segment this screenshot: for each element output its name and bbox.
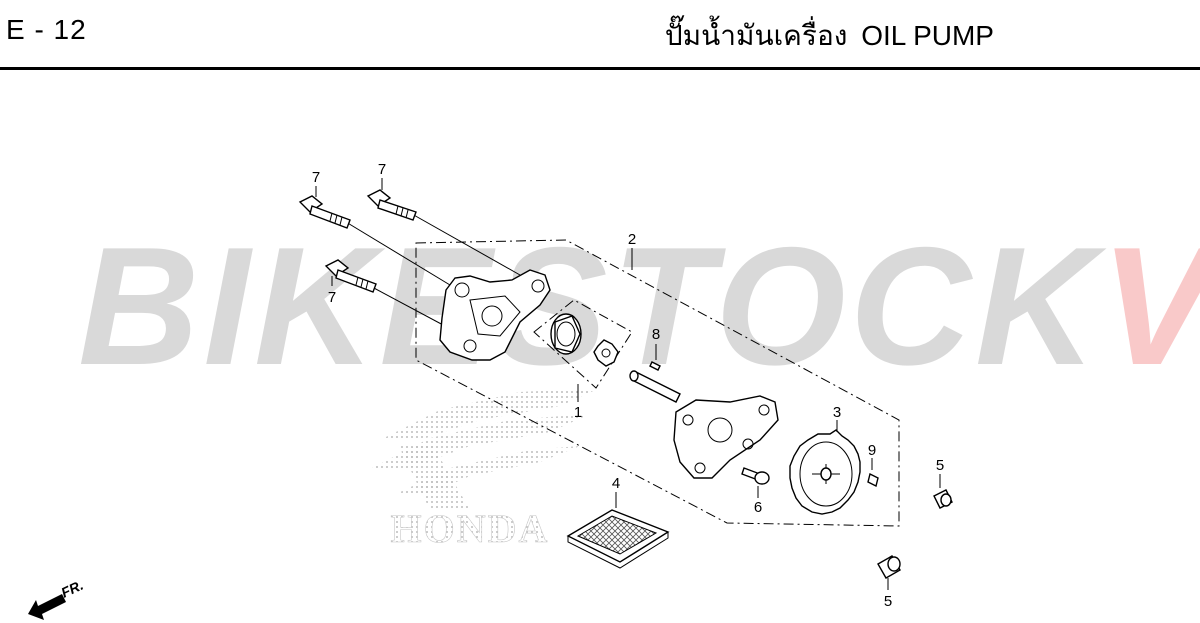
bolt-line-1 — [345, 221, 451, 286]
flange-bolt-top-left[interactable] — [298, 195, 351, 229]
callout-8: 8 — [652, 326, 660, 343]
oil-pump-body[interactable] — [439, 269, 551, 361]
flange-bolt-lower[interactable] — [324, 259, 377, 293]
watermark: BIKESTOCKVN — [78, 222, 1200, 390]
callout-5-upper: 5 — [936, 457, 944, 474]
callout-2: 2 — [628, 231, 636, 248]
title-english: OIL PUMP — [861, 20, 994, 51]
flange-bolt-top-right[interactable] — [366, 189, 417, 221]
driven-gear[interactable] — [789, 429, 861, 515]
page-title: ปั๊มน้ำมันเครื่อง OIL PUMP — [659, 14, 994, 58]
bolt-line-2 — [411, 213, 521, 276]
callout-9: 9 — [868, 442, 876, 459]
rotor-set[interactable] — [550, 313, 619, 367]
pin-lower[interactable] — [867, 472, 879, 488]
front-label: FR. — [59, 577, 86, 601]
callout-3: 3 — [833, 404, 841, 421]
assembly-outline — [415, 239, 900, 527]
bolt-line-3 — [371, 286, 446, 327]
callout-6: 6 — [754, 499, 762, 516]
watermark-part2: VN — [1100, 212, 1200, 400]
callout-7-top-right: 7 — [378, 161, 386, 178]
front-arrow-icon — [28, 594, 66, 620]
callout-7-lower: 7 — [328, 289, 336, 306]
page-code: E - 12 — [6, 14, 87, 45]
callout-1: 1 — [574, 404, 582, 421]
small-bolt[interactable] — [741, 467, 770, 485]
callout-5-lower: 5 — [884, 593, 892, 610]
watermark-part1: BIKESTOCK — [78, 212, 1101, 400]
title-thai: ปั๊มน้ำมันเครื่อง — [664, 20, 848, 51]
honda-logo-text: HONDA — [391, 506, 550, 551]
dowel-pin-lower[interactable] — [877, 555, 901, 579]
oil-strainer[interactable] — [566, 509, 670, 569]
pump-cover-plate[interactable] — [673, 395, 779, 479]
pin-upper[interactable] — [649, 361, 661, 371]
pump-shaft[interactable] — [629, 370, 681, 403]
callout-7-top-left: 7 — [312, 169, 320, 186]
dowel-pin-upper[interactable] — [933, 489, 953, 509]
front-direction-marker: FR. — [28, 577, 86, 620]
header-divider — [0, 67, 1200, 70]
honda-wing-logo: HONDA — [372, 388, 600, 551]
rotor-outline — [533, 299, 633, 389]
callout-4: 4 — [612, 475, 620, 492]
